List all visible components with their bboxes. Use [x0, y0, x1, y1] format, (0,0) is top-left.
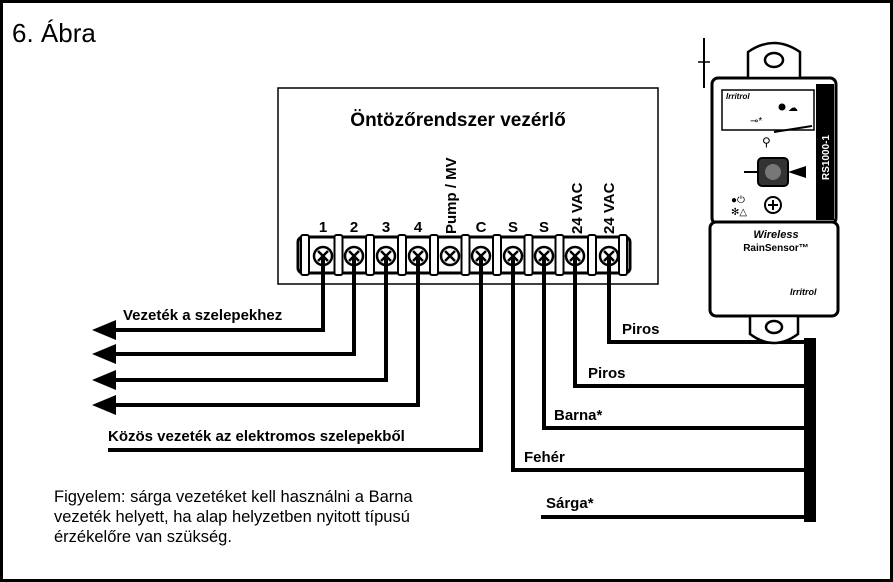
wire-red-1: [607, 258, 805, 344]
terminal-label-1: 1: [319, 219, 327, 236]
terminal-separator: [618, 234, 628, 276]
wire-common: [108, 258, 483, 452]
yellow-label: Sárga*: [546, 495, 594, 512]
sensor-brand-bottom: Irritrol: [790, 287, 817, 297]
white-label: Fehér: [524, 449, 565, 466]
terminal-strip: [296, 234, 632, 276]
terminal-label-s2: S: [539, 219, 549, 236]
person-icon: ⚲: [762, 135, 771, 149]
terminal-label-pump: Pump / MV: [443, 157, 460, 234]
sensor-model: RS1000-1: [821, 135, 832, 180]
terminal-label-4: 4: [414, 219, 423, 236]
terminal-label-2: 2: [350, 219, 358, 236]
rain-sensor: RS1000-1 Irritrol ☁ ⊸* ⚲ ●⏻ ✻△ Wireless …: [698, 38, 840, 345]
note-line-3: érzékelőre van szükség.: [54, 528, 232, 546]
terminal-separator: [587, 234, 597, 276]
valve-arrows: [92, 320, 116, 415]
wire-valve-3: [110, 258, 388, 382]
terminal-separator: [429, 234, 439, 276]
arrow-valve-1: [92, 320, 116, 340]
sensor-brand: Irritrol: [726, 92, 750, 101]
power-icon: ●⏻: [731, 195, 745, 206]
wires: [108, 258, 816, 522]
indicator-led-icon: [778, 103, 786, 111]
wire-valve-2: [110, 258, 356, 356]
terminal-labels: 1 2 3 4 Pump / MV C S S 24 VAC 24 VAC: [319, 157, 618, 236]
wire-red-2: [573, 258, 805, 388]
snowflake-icon: ✻△: [731, 207, 747, 218]
arrow-valve-4: [92, 395, 116, 415]
red-2-label: Piros: [588, 365, 626, 382]
wire-labels: Vezeték a szelepekhez Közös vezeték az e…: [108, 307, 660, 512]
terminal-separator: [397, 234, 407, 276]
terminal-separator: [492, 234, 502, 276]
terminal-separator: [460, 234, 471, 276]
terminal-label-s1: S: [508, 219, 518, 236]
wire-valve-1: [110, 258, 325, 332]
note-line-2: vezeték helyett, ha alap helyzetben nyit…: [54, 508, 410, 526]
wire-valve-4: [110, 258, 420, 407]
valves-label: Vezeték a szelepekhez: [123, 307, 282, 324]
brown-label: Barna*: [554, 407, 603, 424]
arrow-valve-3: [92, 370, 116, 390]
terminal-separator: [554, 234, 565, 276]
figure-title: 6. Ábra: [12, 18, 96, 48]
sprinkler-icon: ⊸*: [750, 116, 762, 127]
note-line-1: Figyelem: sárga vezetéket kell használni…: [54, 488, 413, 506]
terminal-separator: [365, 234, 375, 276]
wire-white: [511, 258, 805, 472]
terminal-label-c: C: [476, 219, 487, 236]
sensor-name-line1: Wireless: [753, 229, 798, 241]
controller-title: Öntözőrendszer vezérlő: [350, 110, 565, 131]
common-label: Közös vezeték az elektromos szelepekből: [108, 428, 405, 445]
arrow-valve-2: [92, 344, 116, 364]
rain-cloud-icon: ☁: [788, 103, 798, 114]
terminal-label-3: 3: [382, 219, 390, 236]
sensor-model-strip: [816, 84, 834, 220]
terminal-separator: [300, 234, 310, 276]
terminal-label-24vac-2: 24 VAC: [601, 182, 618, 234]
terminal-separator: [523, 234, 534, 276]
red-1-label: Piros: [622, 321, 660, 338]
terminal-label-24vac-1: 24 VAC: [569, 182, 586, 234]
note-text: Figyelem: sárga vezetéket kell használni…: [54, 487, 534, 547]
terminal-separator: [333, 234, 344, 276]
sensor-name-line2: RainSensor™: [743, 243, 809, 254]
wire-brown: [542, 258, 805, 430]
